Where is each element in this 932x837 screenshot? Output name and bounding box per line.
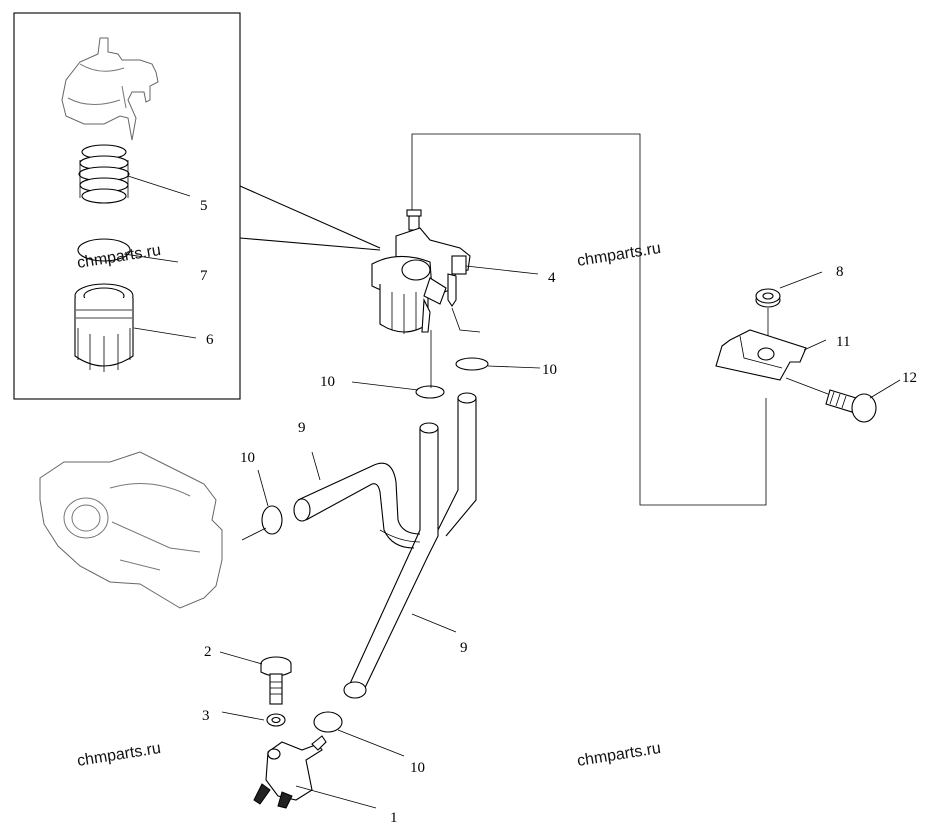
- watermark-text: chmparts.ru: [576, 740, 662, 770]
- callout-11: 11: [836, 334, 850, 350]
- hose-clamp-part-10: [261, 357, 489, 733]
- callout-4: 4: [548, 270, 556, 286]
- banjo-bolt-part-2: [260, 656, 292, 705]
- filter-element-part-5: [78, 144, 130, 204]
- callout-9-upper: 9: [298, 420, 306, 436]
- nut-part-8: [755, 288, 781, 340]
- inset-leader-lines: [123, 175, 197, 339]
- engine-block-reference: [39, 451, 267, 609]
- callout-2: 2: [204, 644, 212, 660]
- callout-7: 7: [200, 268, 208, 284]
- fuel-hose-part-9: [293, 392, 477, 699]
- watermark-text: chmparts.ru: [576, 240, 662, 270]
- callout-1: 1: [390, 810, 398, 826]
- fuel-filter-assembly-part-4: [371, 209, 471, 334]
- callout-10-left: 10: [320, 374, 335, 390]
- callout-12: 12: [902, 370, 917, 386]
- fitting-part-1: [253, 735, 377, 809]
- watermark-text: chmparts.ru: [76, 242, 162, 272]
- washer-part-3: [266, 713, 286, 727]
- connection-frame-lines: [411, 133, 767, 506]
- bracket-part-11: [715, 329, 807, 381]
- callout-leader-lines: [219, 265, 901, 757]
- callout-9-lower: 9: [460, 640, 468, 656]
- callout-10-filter: 10: [542, 362, 557, 378]
- filter-head-detail: [61, 37, 159, 141]
- callout-6: 6: [206, 332, 214, 348]
- callout-5: 5: [200, 198, 208, 214]
- callout-8: 8: [836, 264, 844, 280]
- callout-3: 3: [202, 708, 210, 724]
- inset-detail-box: [13, 12, 381, 400]
- watermark-text: chmparts.ru: [76, 740, 162, 770]
- callout-numbers: 5 7 6 4 8 11 12 10 10 9 10 9 2 3 10 1: [200, 198, 917, 826]
- callout-10-engine: 10: [240, 450, 255, 466]
- bolt-part-12: [825, 389, 877, 423]
- filter-bowl-part-6: [74, 283, 134, 372]
- o-ring-part-7: [77, 238, 131, 262]
- callout-10-bottom: 10: [410, 760, 425, 776]
